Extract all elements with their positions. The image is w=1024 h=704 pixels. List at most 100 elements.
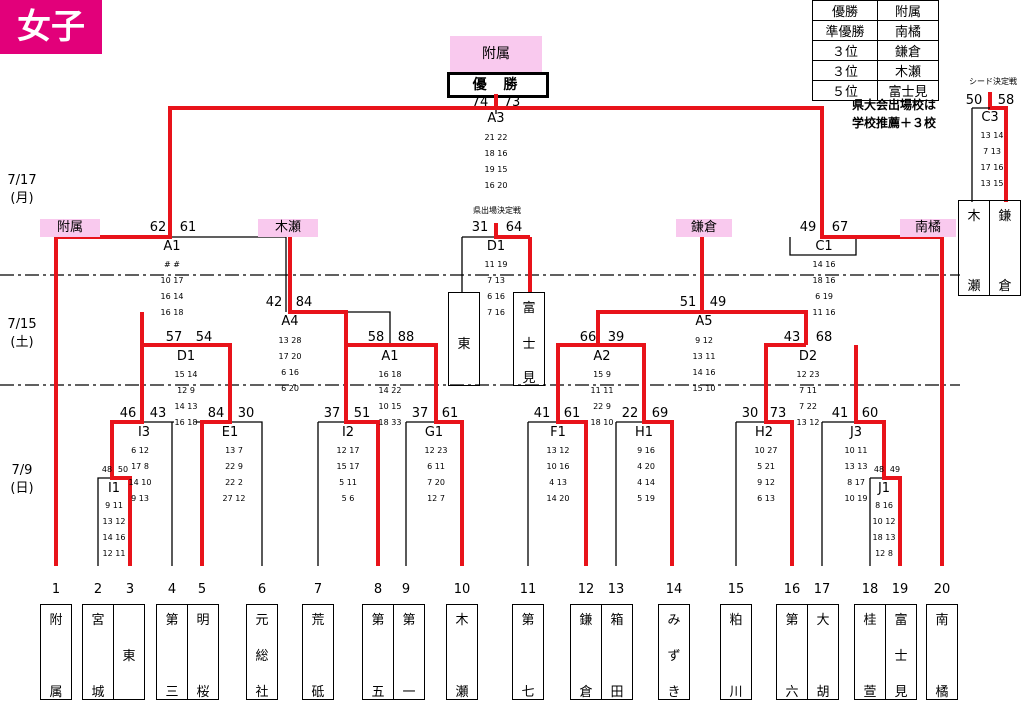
- seed-lines: [971, 107, 990, 202]
- game-id: H1: [634, 425, 654, 440]
- game-id: A2: [593, 349, 611, 364]
- seed-number: 1: [51, 582, 61, 597]
- score: 48: [873, 465, 885, 474]
- score: 88: [397, 330, 415, 345]
- game-id: F1: [550, 425, 566, 440]
- score: 64: [505, 220, 523, 235]
- seed-number: 14: [665, 582, 683, 597]
- game-id: I1: [107, 481, 121, 496]
- game-id: A1: [381, 349, 399, 364]
- title-badge: 女子: [0, 0, 102, 54]
- dashed-dividers: [0, 274, 960, 386]
- team-box: 東: [113, 604, 145, 700]
- team-box: 元総社: [246, 604, 278, 700]
- school-3b: 木瀬: [877, 60, 939, 81]
- seed-team-right: 鎌倉: [989, 200, 1021, 296]
- rank-3b: ３位: [812, 60, 878, 81]
- game-id: D1: [176, 349, 196, 364]
- team-box: 南橘: [926, 604, 958, 700]
- score: 37: [411, 406, 429, 421]
- score: 31: [471, 220, 489, 235]
- team-box: 桂萱: [854, 604, 886, 700]
- game-id: J3: [849, 425, 863, 440]
- game-id: I3: [137, 425, 151, 440]
- team-box: 第六: [776, 604, 808, 700]
- team-box: 粕川: [720, 604, 752, 700]
- score: 54: [195, 330, 213, 345]
- team-box: 宮城: [82, 604, 114, 700]
- game-id: A1: [163, 239, 181, 254]
- score: 30: [237, 406, 255, 421]
- seed-number: 18: [861, 582, 879, 597]
- score: 30: [741, 406, 759, 421]
- game-id: G1: [424, 425, 444, 440]
- score: 74: [471, 95, 489, 110]
- seed-number: 3: [125, 582, 135, 597]
- score: 57: [165, 330, 183, 345]
- rank-1: 優勝: [812, 0, 878, 21]
- score: 73: [769, 406, 787, 421]
- team-box: 荒砥: [302, 604, 334, 700]
- school-5: 富士見: [877, 80, 939, 101]
- score: 58: [367, 330, 385, 345]
- prefecture-decider-label: 県出場決定戦: [473, 206, 521, 215]
- score: 61: [179, 220, 197, 235]
- seed-number: 20: [933, 582, 951, 597]
- rank-2: 準優勝: [812, 20, 878, 41]
- score: 48: [101, 465, 113, 474]
- seed-team-left: 木瀬: [958, 200, 990, 296]
- score: 41: [831, 406, 849, 421]
- score: 22: [621, 406, 639, 421]
- score: 49: [889, 465, 901, 474]
- seed-number: 2: [93, 582, 103, 597]
- score: 41: [533, 406, 551, 421]
- team-box: 大胡: [807, 604, 839, 700]
- score: 61: [563, 406, 581, 421]
- score: 51: [679, 295, 697, 310]
- game-id: E1: [221, 425, 239, 440]
- score: 49: [709, 295, 727, 310]
- score: 50: [117, 465, 129, 474]
- seed-number: 9: [401, 582, 411, 597]
- score: 50: [965, 93, 983, 108]
- seed-number: 10: [453, 582, 471, 597]
- score: 49: [799, 220, 817, 235]
- seed-number: 17: [813, 582, 831, 597]
- results-note-1: 県大会出場校は: [852, 98, 937, 112]
- seed-number: 4: [167, 582, 177, 597]
- team-box: みずき: [658, 604, 690, 700]
- score: 43: [783, 330, 801, 345]
- game-id: J1: [877, 481, 891, 496]
- seed-number: 12: [577, 582, 595, 597]
- team-box: 鎌倉: [570, 604, 602, 700]
- game-id: D1: [486, 239, 506, 254]
- game-id: C1: [815, 239, 833, 254]
- results-note-2: 学校推薦＋３校: [852, 116, 937, 130]
- team-box: 第三: [156, 604, 188, 700]
- team-box: 富士見: [885, 604, 917, 700]
- score: 37: [323, 406, 341, 421]
- team-box: 第一: [393, 604, 425, 700]
- game-id: C3: [981, 110, 999, 125]
- date-2: 7/15(土): [7, 317, 37, 350]
- score: 68: [815, 330, 833, 345]
- winner-paths: [54, 92, 1008, 566]
- team-box: 箱田: [601, 604, 633, 700]
- score: 66: [579, 330, 597, 345]
- team-box: 木瀬: [446, 604, 478, 700]
- score: 42: [265, 295, 283, 310]
